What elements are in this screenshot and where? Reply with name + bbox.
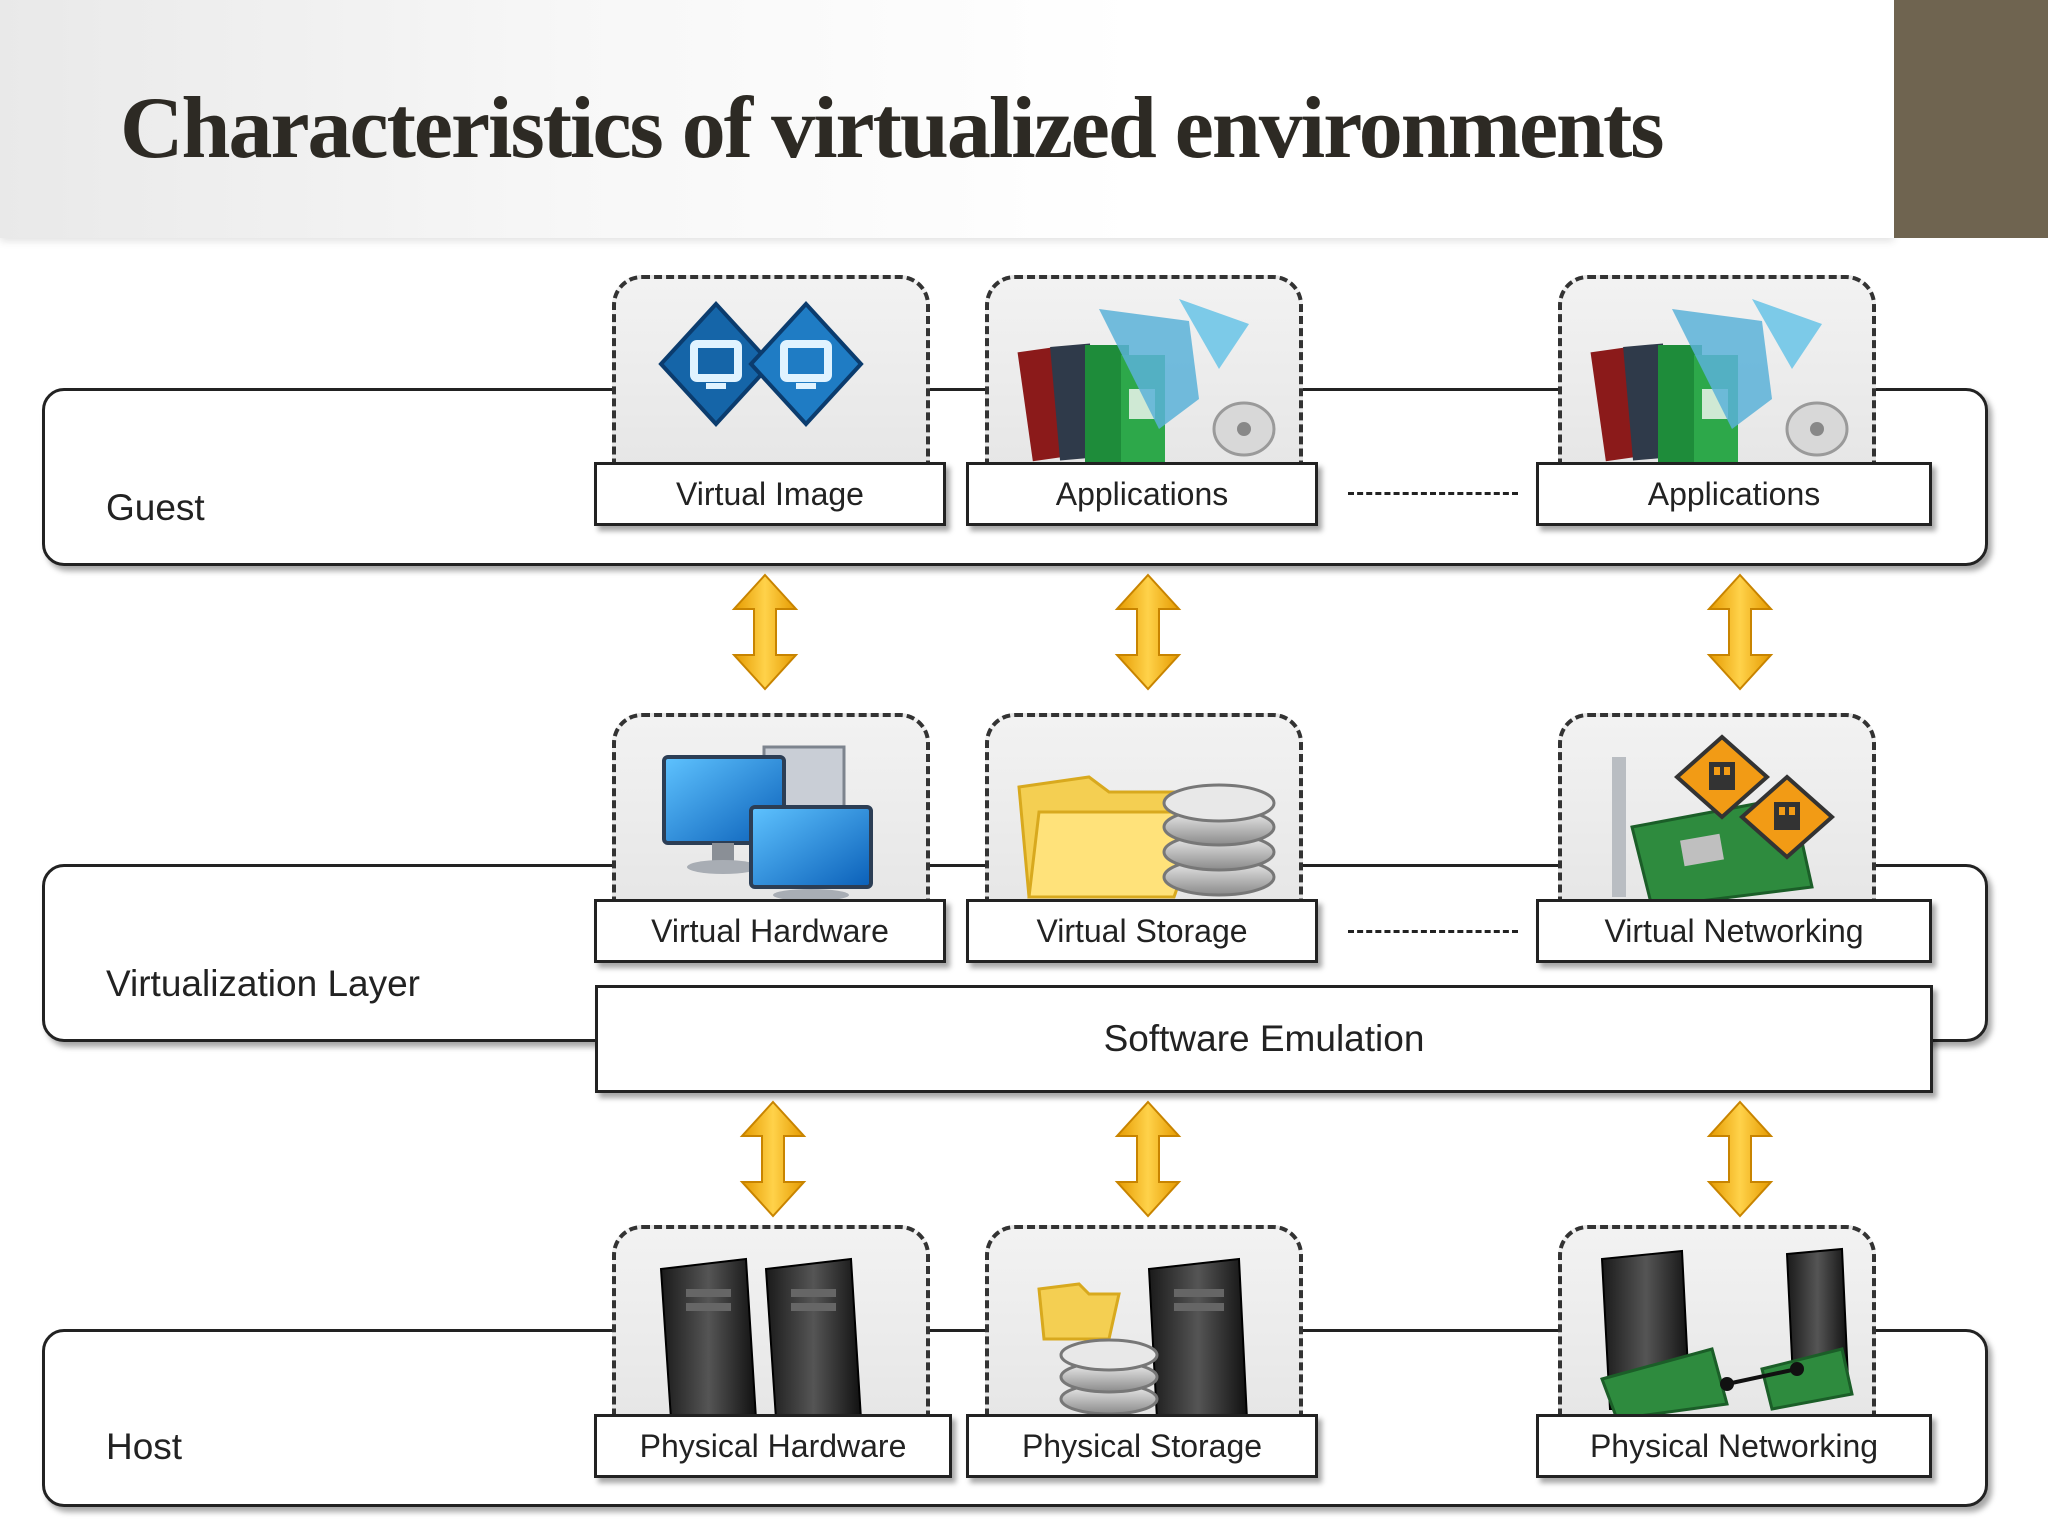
physical-storage-label: Physical Storage xyxy=(966,1414,1318,1478)
virtualization-layer-label: Virtualization Layer xyxy=(106,963,420,1004)
virtual-hardware-icon xyxy=(662,745,873,901)
virtual-hardware-label: Virtual Hardware xyxy=(594,899,946,963)
applications-icon xyxy=(1017,299,1276,465)
applications-label-2: Applications xyxy=(1536,462,1932,526)
guest-virtual-arrow-1 xyxy=(730,573,800,691)
slide-header xyxy=(0,0,1894,238)
virtual-image-icon-box xyxy=(612,275,930,469)
physical-hardware-icon-box xyxy=(612,1225,930,1419)
physical-hardware-label: Physical Hardware xyxy=(594,1414,952,1478)
guest-layer-label: Guest xyxy=(106,487,205,528)
physical-storage-icon xyxy=(1037,1257,1249,1419)
applications-icon-box xyxy=(985,275,1303,469)
virtual-image-label: Virtual Image xyxy=(594,462,946,526)
virtual-image-icon xyxy=(658,301,864,427)
host-layer-label: Host xyxy=(106,1426,183,1467)
virtual-networking-icon-box xyxy=(1558,713,1876,907)
virtual-storage-icon-box xyxy=(985,713,1303,907)
virtual-host-arrow-3 xyxy=(1705,1100,1775,1218)
virtual-storage-icon xyxy=(1017,775,1276,899)
physical-networking-icon-box xyxy=(1558,1225,1876,1419)
physical-storage-icon-box xyxy=(985,1225,1303,1419)
virtual-hardware-icon-box xyxy=(612,713,930,907)
applications-label-1: Applications xyxy=(966,462,1318,526)
physical-networking-label: Physical Networking xyxy=(1536,1414,1932,1478)
physical-networking-icon xyxy=(1600,1247,1854,1419)
virtualization-dash-connector xyxy=(1348,930,1518,933)
software-emulation-box: Software Emulation xyxy=(595,985,1933,1093)
slide-title: Characteristics of virtualized environme… xyxy=(120,80,1665,177)
virtual-networking-label: Virtual Networking xyxy=(1536,899,1932,963)
virtual-storage-label: Virtual Storage xyxy=(966,899,1318,963)
applications-icon xyxy=(1590,299,1849,465)
physical-hardware-icon xyxy=(659,1257,863,1419)
guest-virtual-arrow-3 xyxy=(1705,573,1775,691)
accent-block xyxy=(1894,0,2048,238)
virtual-host-arrow-2 xyxy=(1113,1100,1183,1218)
virtual-host-arrow-1 xyxy=(738,1100,808,1218)
guest-virtual-arrow-2 xyxy=(1113,573,1183,691)
virtual-networking-icon xyxy=(1612,734,1836,907)
guest-dash-connector xyxy=(1348,492,1518,495)
applications-icon-box-2 xyxy=(1558,275,1876,469)
